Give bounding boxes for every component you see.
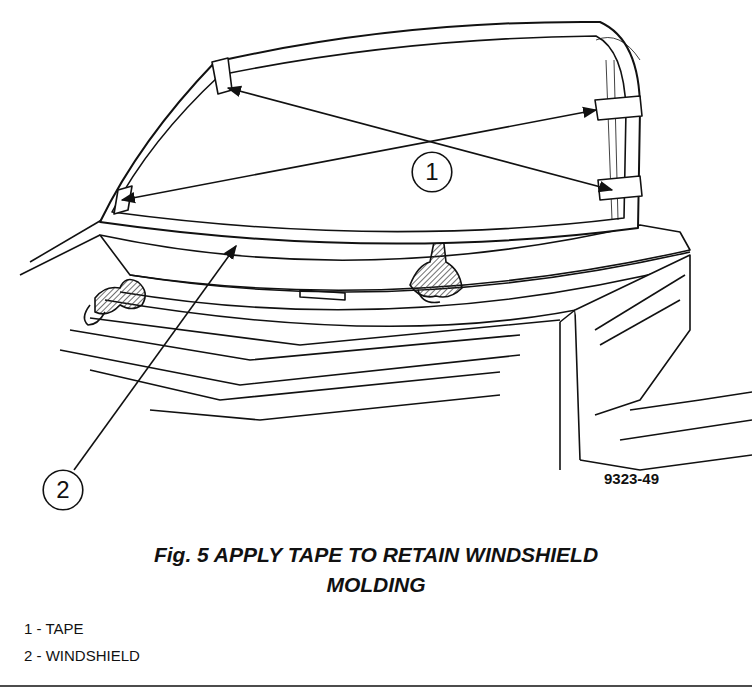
figure-number: 9323-49 xyxy=(604,470,659,487)
legend-entry: 1 - TAPE xyxy=(24,620,83,637)
callout-circle: 1 xyxy=(411,151,453,193)
figure-caption: Fig. 5 APPLY TAPE TO RETAIN WINDSHIELD M… xyxy=(106,540,646,600)
legend-entry: 2 - WINDSHIELD xyxy=(24,647,140,664)
callout-number: 2 xyxy=(56,476,69,504)
callout-circle: 2 xyxy=(42,469,84,511)
callout-number: 1 xyxy=(425,158,438,186)
